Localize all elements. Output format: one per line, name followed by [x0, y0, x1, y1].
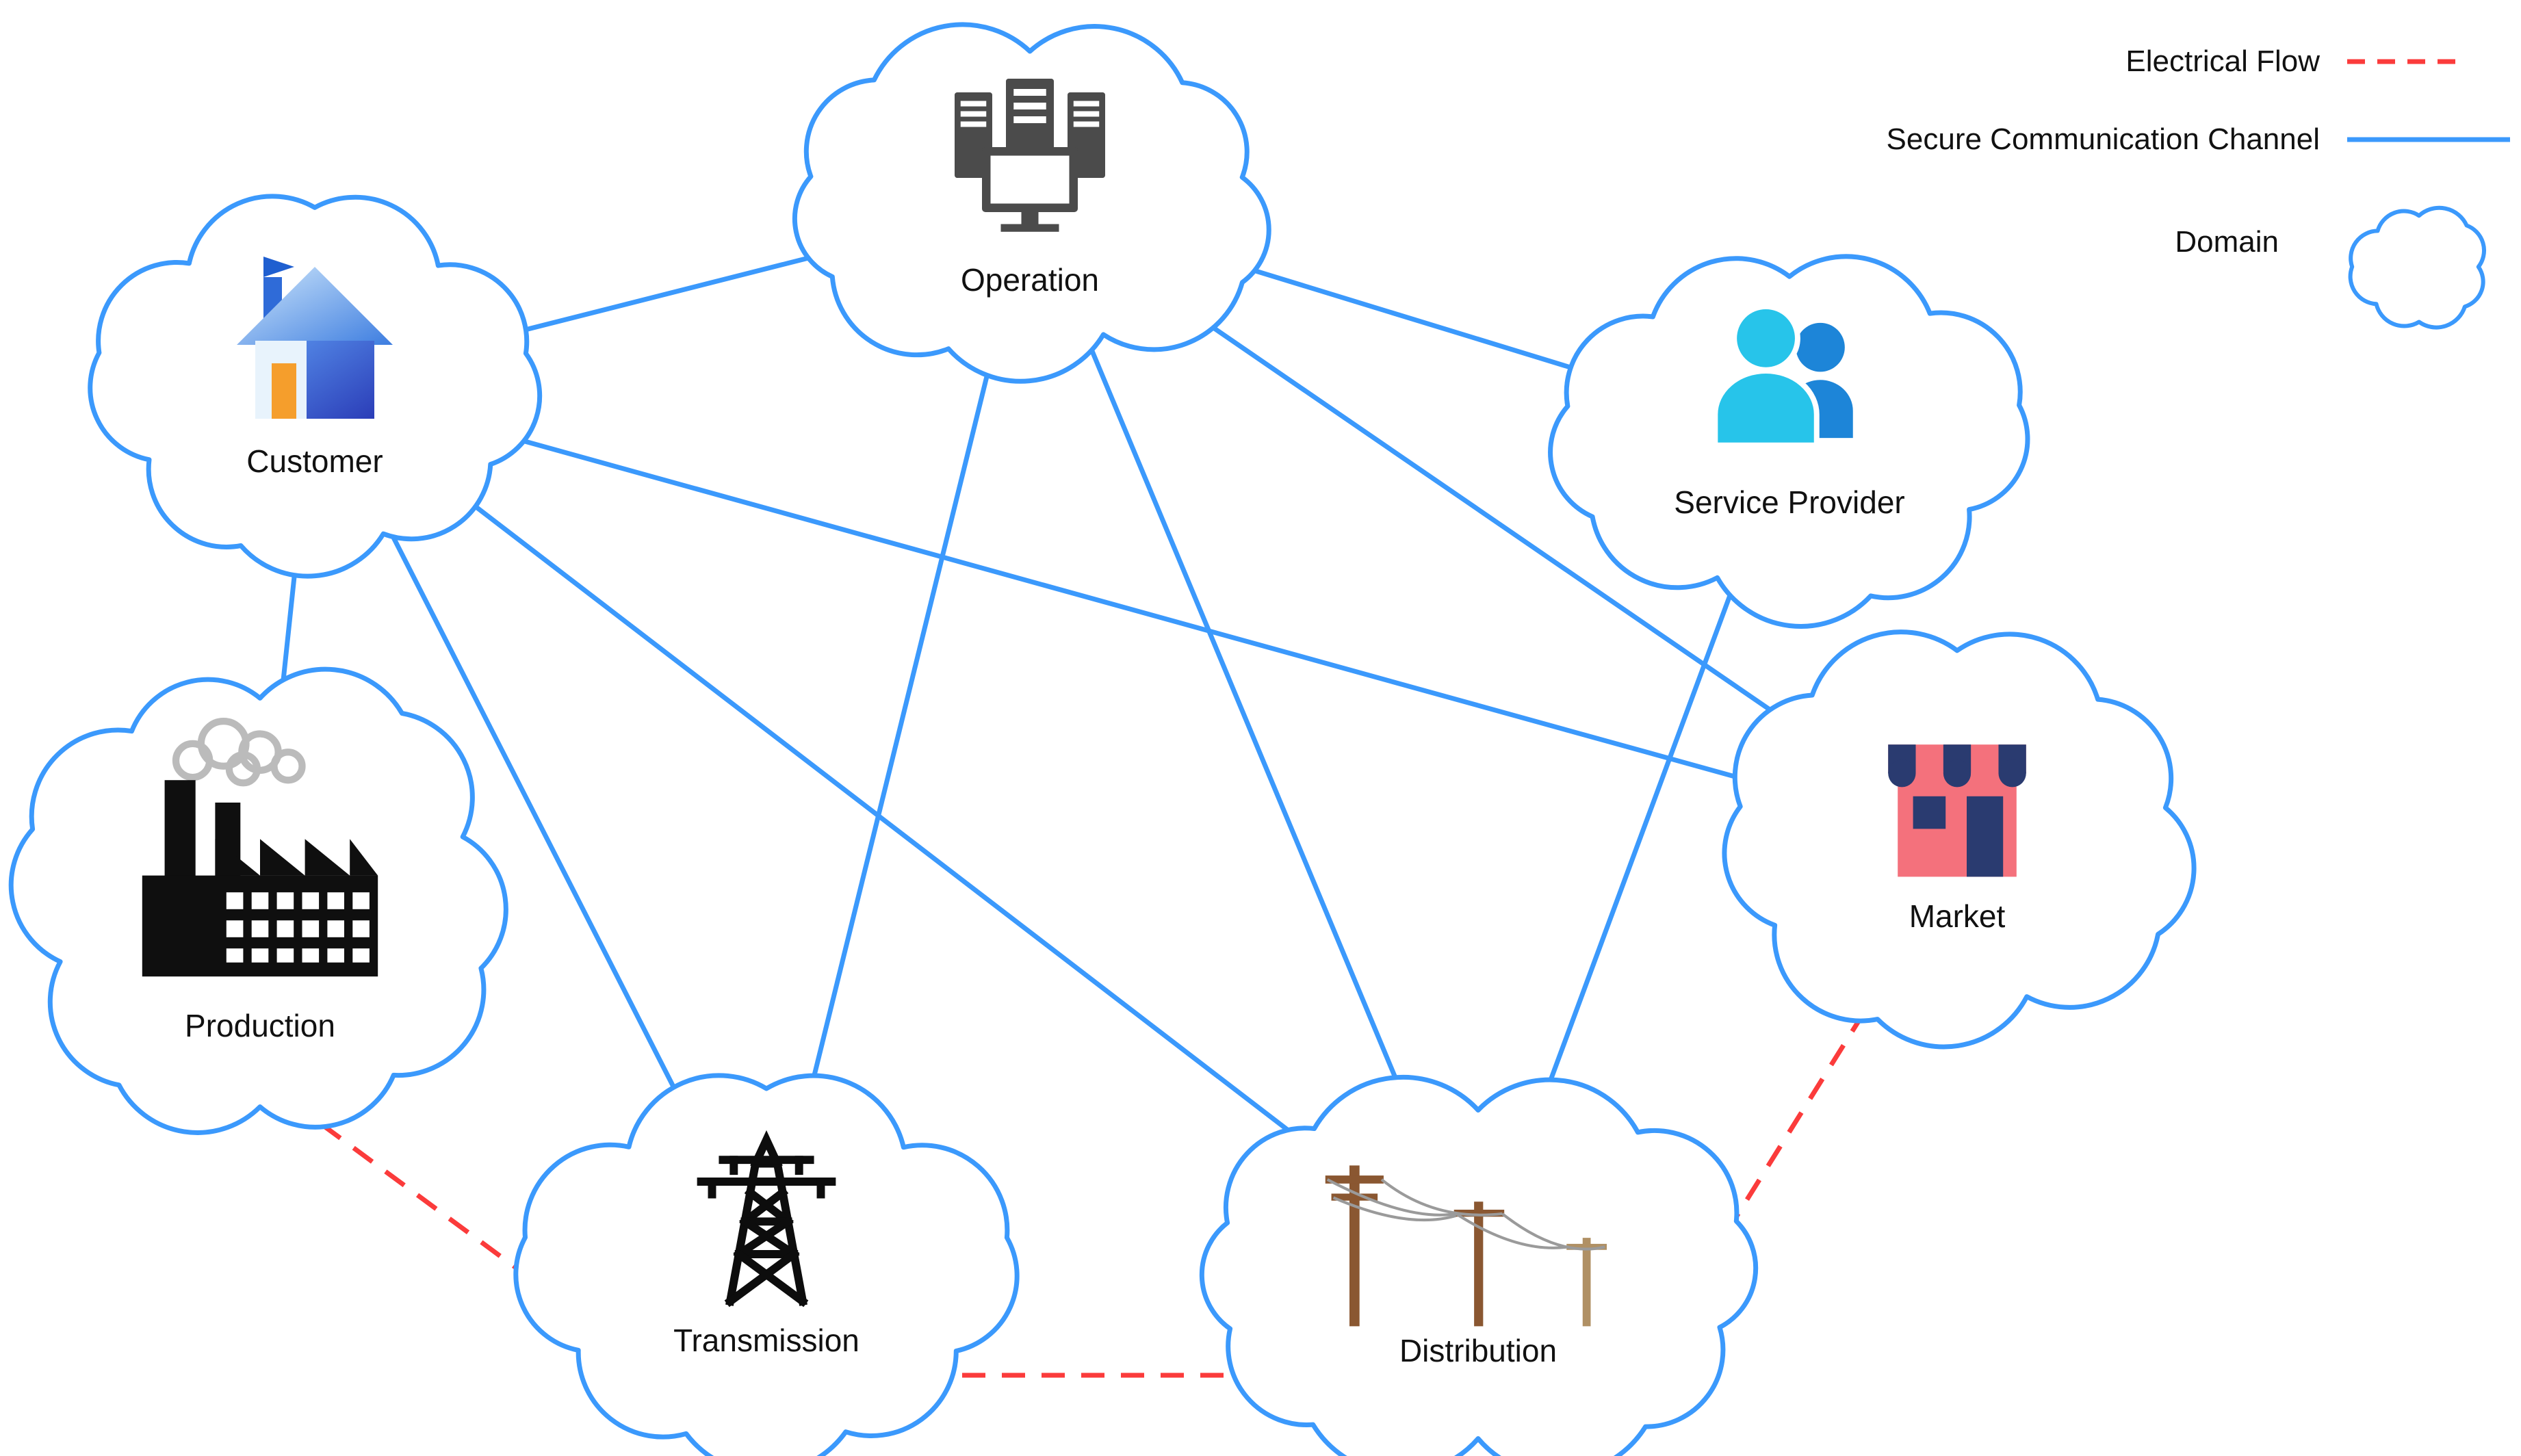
domain-operation: Operation: [792, 22, 1271, 384]
distribution-label: Distribution: [1399, 1333, 1557, 1368]
house-icon: [237, 257, 393, 419]
domain-transmission: Transmission: [513, 1073, 1020, 1456]
computer-servers-icon: [955, 79, 1105, 232]
market-label: Market: [1909, 898, 2006, 934]
communication-edge-customer-distribution: [313, 381, 1480, 1278]
operation-label: Operation: [961, 262, 1099, 298]
customer-label: Customer: [246, 443, 383, 479]
domain-customer: Customer: [88, 194, 543, 579]
transmission-cloud: [513, 1073, 1020, 1456]
people-icon: [1712, 304, 1853, 448]
utility-poles-icon: [1325, 1165, 1607, 1327]
legend-electrical-flow-label: Electrical Flow: [2125, 44, 2320, 78]
legend-domain-label: Domain: [2175, 225, 2279, 259]
legend-secure-communication-label: Secure Communication Channel: [1887, 122, 2320, 156]
domain-service_provider: Service Provider: [1548, 254, 2030, 629]
communication-edge-customer-market: [314, 380, 1958, 841]
service_provider-label: Service Provider: [1674, 484, 1904, 520]
domain-market: Market: [1722, 629, 2197, 1050]
transmission-label: Transmission: [673, 1323, 859, 1358]
production-label: Production: [185, 1008, 335, 1043]
domain-distribution: Distribution: [1199, 1074, 1759, 1456]
legend-domain-cloud-icon: [2348, 205, 2486, 330]
domain-production: Production: [8, 666, 508, 1135]
storefront-icon: [1888, 744, 2026, 877]
transmission-tower-icon: [697, 1130, 836, 1308]
factory-icon: [142, 717, 378, 977]
